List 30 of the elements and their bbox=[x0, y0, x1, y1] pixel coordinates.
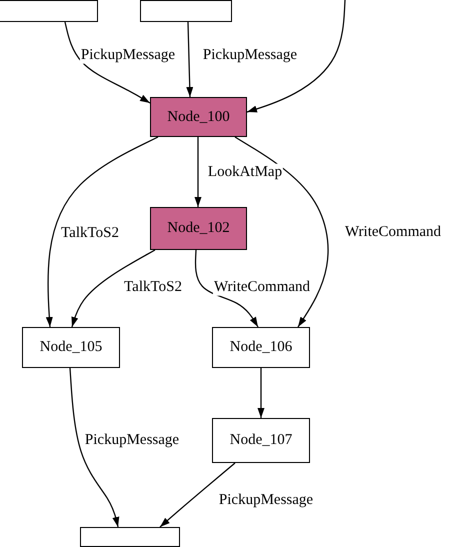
edge-label: PickupMessage bbox=[218, 492, 314, 508]
arrow bbox=[194, 137, 202, 207]
arrow bbox=[246, 0, 346, 113]
node-label: Node_105 bbox=[40, 339, 102, 356]
arrow bbox=[258, 368, 264, 418]
edge-label: PickupMessage bbox=[84, 432, 180, 448]
process-box bbox=[140, 0, 232, 22]
node-box bbox=[212, 327, 310, 368]
arrow bbox=[64, 22, 150, 104]
edge-label: LookAtMap bbox=[206, 164, 284, 180]
node-box bbox=[150, 97, 247, 137]
arrow bbox=[234, 136, 329, 328]
node-label: Node_100 bbox=[167, 108, 230, 126]
node-box bbox=[212, 418, 310, 463]
arrow bbox=[186, 22, 194, 98]
process-box bbox=[0, 0, 98, 22]
arrow bbox=[194, 250, 259, 328]
edge-label: PickupMessage bbox=[80, 46, 176, 64]
node-label: Node_106 bbox=[230, 339, 292, 356]
arrow bbox=[46, 136, 158, 328]
arrow bbox=[160, 462, 236, 528]
node-label: Node_107 bbox=[230, 432, 292, 449]
edge-label: PickupMessage bbox=[202, 46, 298, 64]
node-label: Node_102 bbox=[167, 220, 230, 237]
arrow bbox=[69, 368, 120, 528]
process-box bbox=[80, 527, 180, 547]
node-box bbox=[22, 327, 120, 368]
node-box bbox=[150, 207, 247, 250]
edge-label: WriteCommand bbox=[212, 278, 312, 296]
arrow bbox=[71, 249, 156, 328]
